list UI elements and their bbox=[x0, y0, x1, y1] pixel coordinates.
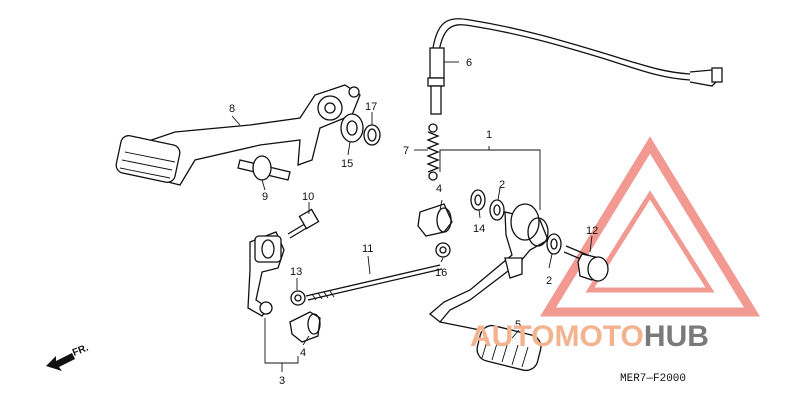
pin-part-9 bbox=[237, 155, 291, 181]
callout-7: 7 bbox=[403, 145, 409, 157]
watermark-text: AUTOMOTOHUB bbox=[470, 320, 709, 353]
washer-part-15 bbox=[340, 113, 364, 143]
callout-12: 12 bbox=[586, 225, 598, 237]
brake-pedal-part-8 bbox=[115, 84, 361, 186]
watermark-text-part-2: HUB bbox=[644, 320, 709, 353]
cable-switch-part-6 bbox=[427, 18, 723, 115]
callout-2-upper: 2 bbox=[499, 179, 505, 191]
joint-part-4-lower bbox=[289, 311, 321, 343]
callout-4-upper: 4 bbox=[436, 183, 442, 195]
spring-part-7 bbox=[426, 123, 440, 181]
direction-label: FR. bbox=[71, 342, 90, 358]
callout-4-lower: 4 bbox=[300, 347, 306, 359]
joint-part-4-upper bbox=[417, 203, 453, 237]
rod-part-11 bbox=[305, 264, 443, 301]
washer-part-2-lower bbox=[546, 233, 562, 255]
callout-1: 1 bbox=[486, 129, 492, 141]
washer-part-2-upper bbox=[489, 199, 505, 221]
nut-part-13 bbox=[290, 290, 306, 306]
watermark-logo bbox=[539, 136, 761, 317]
callout-8: 8 bbox=[229, 103, 235, 115]
bolt-part-10 bbox=[287, 208, 320, 239]
callout-15: 15 bbox=[341, 158, 353, 170]
pivot-bolt-part-12 bbox=[563, 245, 609, 282]
callout-6: 6 bbox=[466, 57, 472, 69]
callout-14: 14 bbox=[473, 223, 485, 235]
callout-17: 17 bbox=[365, 101, 377, 113]
diagram-reference-code: MER7—F2000 bbox=[620, 373, 686, 385]
washer-part-14 bbox=[470, 189, 486, 211]
gearshift-pedal-part-5 bbox=[428, 203, 549, 372]
forward-direction-arrow-icon bbox=[46, 353, 75, 371]
callout-11: 11 bbox=[362, 243, 373, 255]
callout-2-lower: 2 bbox=[546, 275, 552, 287]
callout-3: 3 bbox=[279, 375, 285, 387]
callout-13: 13 bbox=[290, 266, 302, 278]
yoke-part-3 bbox=[247, 231, 285, 317]
leader-lines bbox=[231, 61, 593, 372]
clip-part-17 bbox=[363, 124, 381, 146]
nut-part-16 bbox=[435, 242, 451, 258]
callout-5: 5 bbox=[515, 319, 521, 331]
watermark-text-part-1: AUTOMOTO bbox=[470, 320, 644, 353]
callout-9: 9 bbox=[262, 191, 268, 203]
callout-10: 10 bbox=[302, 191, 314, 203]
callout-16: 16 bbox=[435, 267, 447, 279]
